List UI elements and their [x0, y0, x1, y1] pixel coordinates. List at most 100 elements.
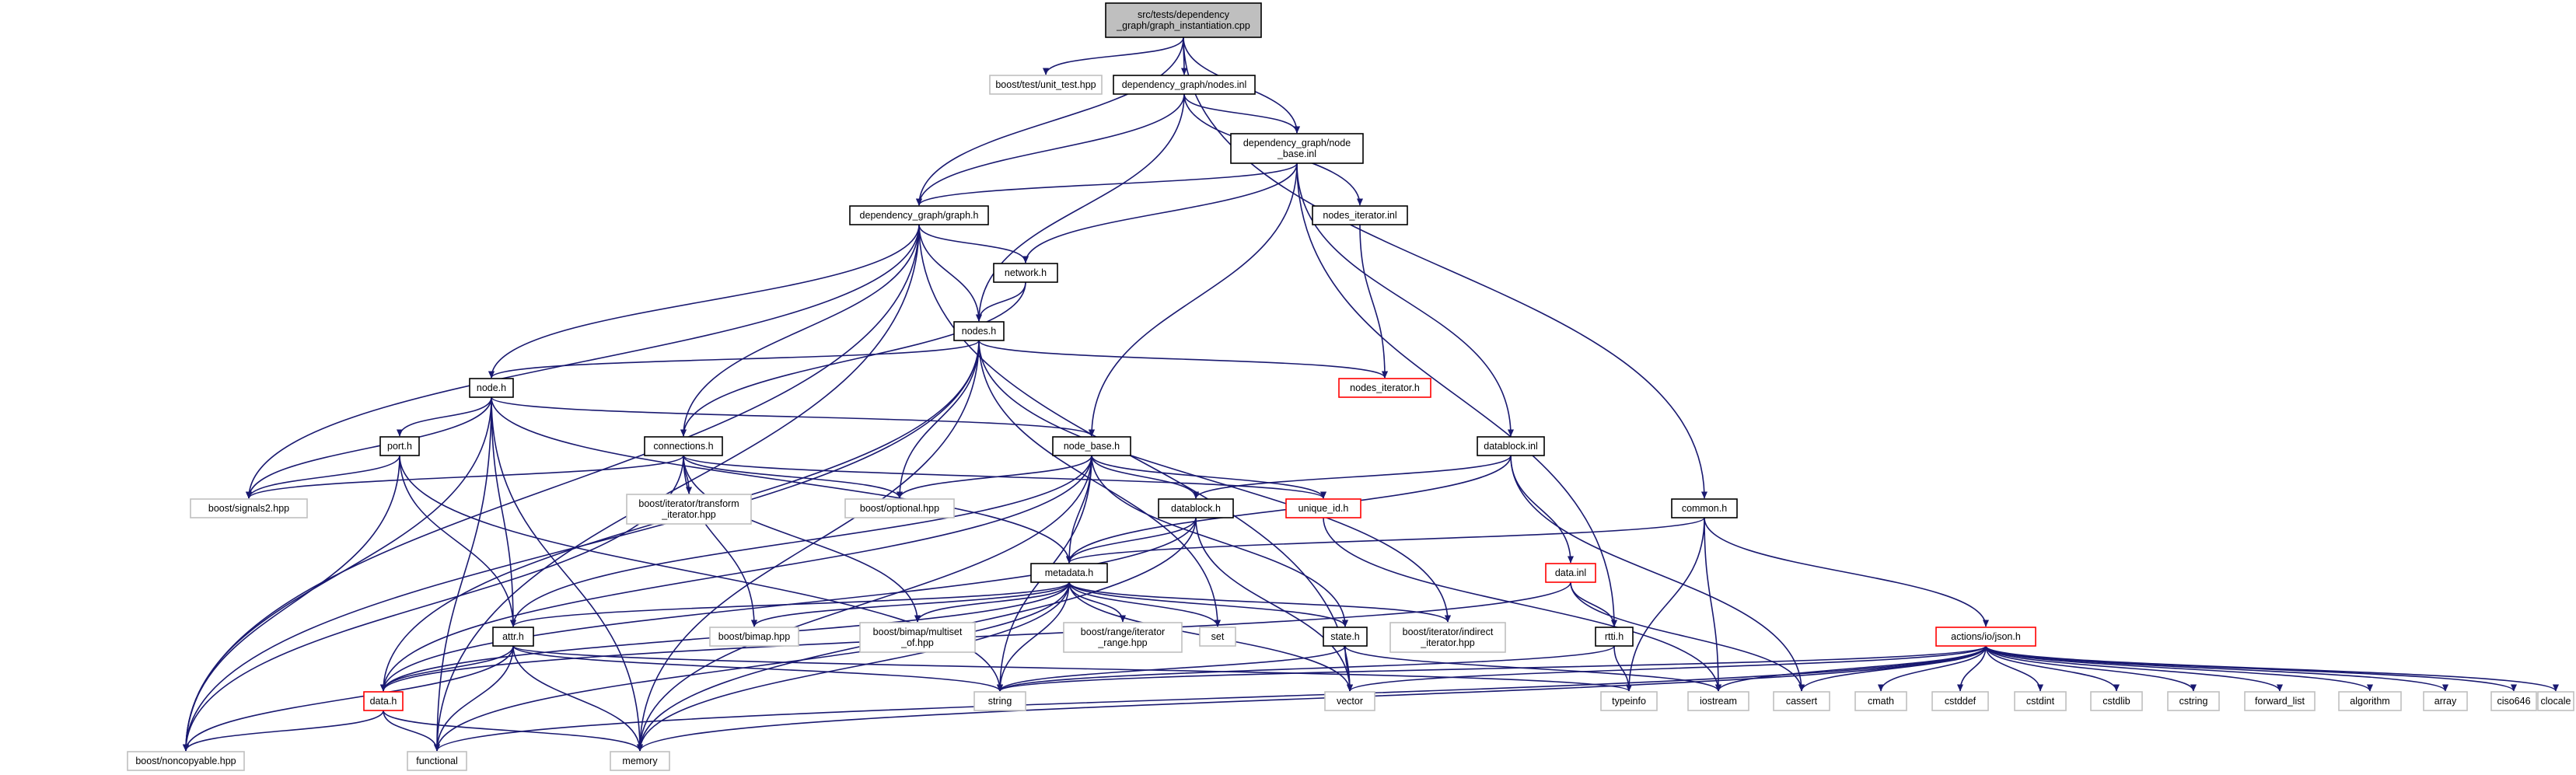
- node-box: [1773, 691, 1830, 711]
- node-node-base-h[interactable]: node_base.h: [1052, 436, 1131, 456]
- node-box: [190, 498, 308, 518]
- edge-nodes_h-to-node_h: [488, 340, 980, 379]
- node-data-inl[interactable]: data.inl: [1545, 563, 1596, 583]
- node-datablock-inl[interactable]: datablock.inl: [1477, 436, 1545, 456]
- node-label: cstddef: [1945, 696, 1977, 707]
- node-common-h[interactable]: common.h: [1671, 498, 1738, 518]
- node-box: [2490, 691, 2537, 711]
- edge-node_base_h-to-optional: [897, 455, 1092, 499]
- edge-attr_h-to-string: [512, 645, 1003, 692]
- edge-data_h-to-functional: [383, 710, 441, 752]
- node-node-h[interactable]: node.h: [469, 378, 514, 398]
- node-box: [1105, 2, 1262, 38]
- node-nodes-iterator-h[interactable]: nodes_iterator.h: [1338, 378, 1431, 398]
- node-label: cstdint: [2026, 696, 2055, 707]
- edge-attr_h-to-functional: [433, 645, 514, 752]
- node-metadata-h[interactable]: metadata.h: [1030, 563, 1108, 583]
- node-nodes-inl[interactable]: dependency_graph/nodes.inl: [1113, 75, 1256, 95]
- edge-metadata_h-to-functional: [434, 581, 1070, 752]
- node-label: boost/iterator/transform: [638, 498, 739, 509]
- node-nodes-iterator-inl[interactable]: nodes_iterator.inl: [1312, 205, 1408, 225]
- node-iojson-h[interactable]: actions/io/json.h: [1935, 627, 2036, 647]
- edge-rtti_h-to-typeinfo: [1613, 645, 1633, 692]
- node-rtti-h[interactable]: rtti.h: [1595, 627, 1634, 647]
- edge-iojson_h-to-cstdint: [1985, 645, 2044, 692]
- node-multiset-of: boost/bimap/multiset_of.hpp: [859, 622, 976, 653]
- edge-common_h-to-metadata_h: [1066, 517, 1705, 564]
- node-box: [379, 436, 420, 456]
- edge-node_h-to-metadata_h: [491, 396, 1072, 564]
- node-state-h[interactable]: state.h: [1323, 627, 1368, 647]
- node-string: string: [973, 691, 1026, 711]
- node-label: boost/optional.hpp: [860, 503, 939, 514]
- edge-node_h-to-port_h: [396, 396, 492, 437]
- node-unique-id-h[interactable]: unique_id.h: [1285, 498, 1361, 518]
- edge-graph_h-to-functional: [433, 224, 920, 752]
- node-box: [610, 751, 670, 771]
- node-box: [1158, 498, 1234, 518]
- node-nodes-h[interactable]: nodes.h: [953, 321, 1005, 341]
- dependency-nodes: src/tests/dependency_graph/graph_instant…: [127, 2, 2574, 771]
- node-label: iostream: [1700, 696, 1737, 707]
- node-box: [2537, 691, 2574, 711]
- node-label: set: [1211, 631, 1225, 642]
- edge-nodes_inl-to-nodes_h: [975, 93, 1185, 322]
- edge-data_h-to-memory: [383, 710, 643, 752]
- node-box: [993, 263, 1058, 283]
- node-noncopyable: boost/noncopyable.hpp: [127, 751, 245, 771]
- node-node-base-inl[interactable]: dependency_graph/node_base.inl: [1230, 133, 1364, 164]
- edge-attr_h-to-noncopyable: [183, 645, 514, 752]
- node-attr-h[interactable]: attr.h: [492, 627, 534, 647]
- node-box: [1477, 436, 1545, 456]
- node-data-h[interactable]: data.h: [363, 691, 404, 711]
- edge-connections_h-to-bimap: [683, 455, 758, 627]
- node-box: [363, 691, 404, 711]
- node-bimap: boost/bimap.hpp: [709, 627, 799, 647]
- node-label: src/tests/dependency: [1138, 9, 1230, 20]
- edge-metadata_h-to-bimap: [751, 581, 1070, 627]
- node-datablock-h[interactable]: datablock.h: [1158, 498, 1234, 518]
- node-label: metadata.h: [1045, 567, 1094, 578]
- edge-metadata_h-to-attr_h: [510, 581, 1070, 627]
- node-box: [1199, 627, 1236, 647]
- node-clocale: clocale: [2537, 691, 2574, 711]
- node-box: [973, 691, 1026, 711]
- edge-iojson_h-to-string: [997, 645, 1987, 692]
- edge-node_base_inl-to-datablock_inl: [1296, 162, 1515, 437]
- node-box: [1052, 436, 1131, 456]
- edge-node_h-to-memory: [491, 396, 644, 752]
- node-box: [2014, 691, 2067, 711]
- node-box: [1338, 378, 1431, 398]
- node-network-h[interactable]: network.h: [993, 263, 1058, 283]
- node-box: [1285, 498, 1361, 518]
- edge-graph_h-to-connections_h: [680, 224, 920, 437]
- edge-root-to-unit_test: [1043, 37, 1184, 75]
- edge-node_h-to-node_base_h: [491, 396, 1095, 437]
- node-label: state.h: [1330, 631, 1360, 642]
- node-box: [2423, 691, 2468, 711]
- node-typeinfo: typeinfo: [1600, 691, 1658, 711]
- node-cmath: cmath: [1854, 691, 1907, 711]
- edge-attr_h-to-typeinfo: [512, 645, 1632, 692]
- node-box: [1687, 691, 1749, 711]
- edge-node_base_h-to-attr_h: [510, 455, 1092, 627]
- edge-nodes_h-to-optional: [896, 340, 980, 499]
- edge-node_h-to-functional: [433, 396, 492, 752]
- edge-root-to-graph_h: [915, 37, 1184, 206]
- node-box: [407, 751, 467, 771]
- edge-iojson_h-to-cstdlib: [1985, 645, 2120, 692]
- edge-rtti_h-to-string: [997, 645, 1615, 692]
- node-label: rtti.h: [1605, 631, 1624, 642]
- node-box: [492, 627, 534, 647]
- node-graph-h[interactable]: dependency_graph/graph.h: [849, 205, 989, 225]
- node-label: boost/range/iterator: [1081, 627, 1165, 637]
- node-box: [989, 75, 1103, 95]
- edge-node_base_inl-to-graph_h: [916, 162, 1298, 206]
- node-label: attr.h: [502, 631, 524, 642]
- node-port-h[interactable]: port.h: [379, 436, 420, 456]
- edge-graph_h-to-noncopyable: [182, 224, 920, 752]
- node-root[interactable]: src/tests/dependency_graph/graph_instant…: [1105, 2, 1262, 38]
- edge-port_h-to-attr_h: [399, 455, 517, 627]
- edge-common_h-to-typeinfo: [1625, 517, 1705, 692]
- node-connections-h[interactable]: connections.h: [644, 436, 723, 456]
